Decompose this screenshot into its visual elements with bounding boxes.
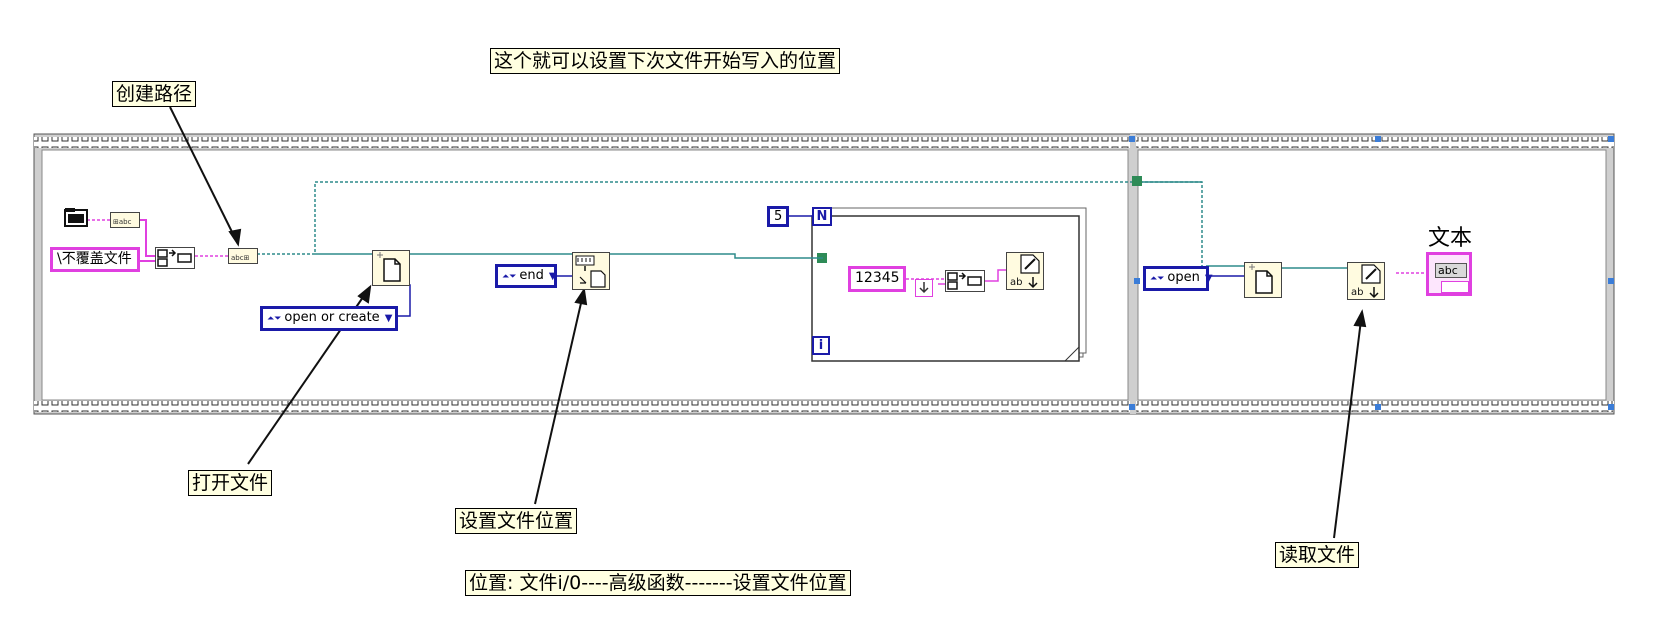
write-text-file-icon[interactable]: ab: [1006, 252, 1044, 290]
string-to-path-icon[interactable]: ⊞abc: [110, 212, 140, 228]
open-file-label: 打开文件: [188, 470, 273, 496]
enum-value: end: [519, 268, 544, 283]
dropdown-arrow-icon[interactable]: ▼: [1204, 273, 1213, 284]
set-file-position-label: 设置文件位置: [455, 508, 578, 534]
text-indicator-label: 文本: [1428, 226, 1473, 251]
read-file-label: 读取文件: [1275, 542, 1360, 568]
concatenate-strings-icon[interactable]: [945, 270, 985, 292]
text-indicator[interactable]: abc: [1426, 252, 1472, 296]
create-path-label: 创建路径: [112, 81, 197, 107]
path-string-constant[interactable]: \不覆盖文件: [50, 247, 140, 272]
indicator-display: abc: [1435, 263, 1467, 278]
write-value-constant[interactable]: 12345: [848, 266, 906, 292]
string-type-icon: [1441, 281, 1469, 293]
end-enum[interactable]: ⏶⏷end ▼: [495, 264, 557, 288]
increment-arrows-icon[interactable]: ⏶⏷: [502, 272, 517, 282]
open-enum[interactable]: ⏶⏷open ▼: [1143, 266, 1213, 291]
line-ending-constant-icon[interactable]: [915, 279, 933, 297]
open-or-create-enum[interactable]: ⏶⏷open or create ▼: [260, 306, 398, 331]
read-text-file-icon[interactable]: ab: [1347, 262, 1385, 300]
svg-text:⊞abc: ⊞abc: [113, 218, 132, 226]
enum-value: open or create: [284, 310, 380, 325]
svg-text:ab: ab: [1010, 277, 1022, 288]
loop-count-terminal: N: [812, 207, 832, 226]
svg-text:ab: ab: [1351, 287, 1363, 298]
dropdown-arrow-icon[interactable]: ▼: [384, 313, 393, 324]
top-note: 这个就可以设置下次文件开始写入的位置: [490, 48, 841, 74]
loop-iteration-terminal: i: [812, 336, 830, 355]
enum-value: open: [1167, 270, 1200, 285]
dropdown-arrow-icon[interactable]: ▼: [548, 271, 557, 282]
increment-arrows-icon[interactable]: ⏶⏷: [1150, 274, 1165, 284]
svg-text:abc⊞: abc⊞: [231, 254, 249, 262]
open-file-icon[interactable]: [1244, 262, 1282, 298]
bottom-note: 位置: 文件i/0----高级函数-------设置文件位置: [465, 570, 851, 596]
number-to-string-icon[interactable]: abc⊞: [228, 248, 258, 264]
build-path-icon[interactable]: [155, 247, 195, 269]
loop-count-constant[interactable]: 5: [767, 206, 789, 227]
open-create-replace-file-icon[interactable]: [372, 250, 410, 286]
app-directory-icon[interactable]: [64, 206, 88, 228]
set-file-position-icon[interactable]: [572, 252, 610, 290]
increment-arrows-icon[interactable]: ⏶⏷: [267, 314, 282, 324]
